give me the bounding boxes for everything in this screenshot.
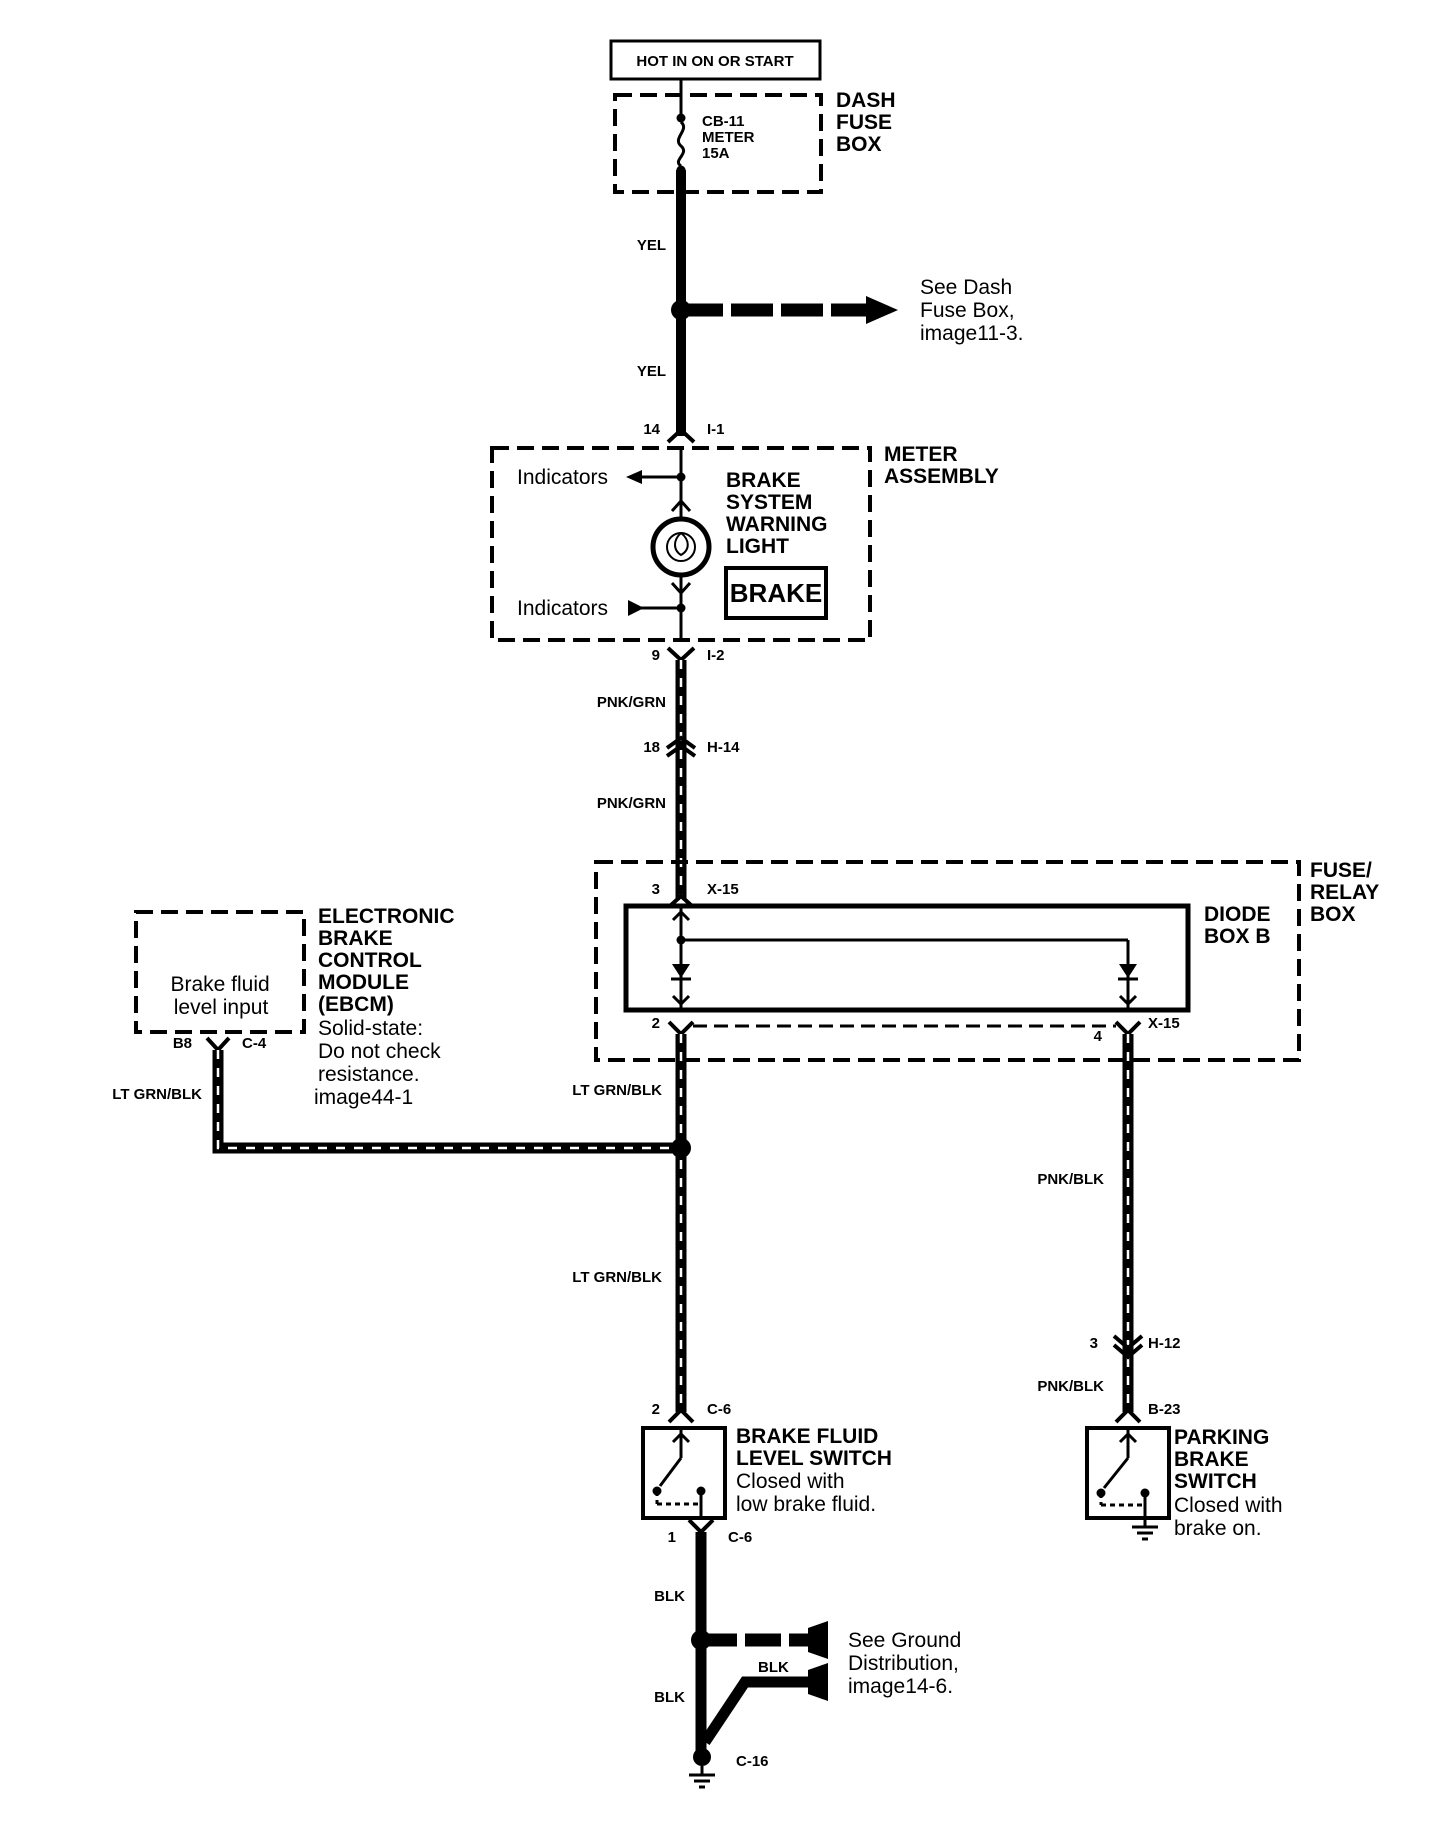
diode-box-b-outline xyxy=(623,903,1191,1013)
diode-internal-connector-right xyxy=(1118,994,1138,1007)
ground-c16-icon xyxy=(689,1748,715,1789)
pin-c4: B8 xyxy=(173,1035,192,1052)
parking-brake-switch-note: Closed with brake on. xyxy=(1174,1494,1288,1540)
ebcm-title: ELECTRONIC BRAKE CONTROL MODULE (EBCM) xyxy=(318,905,460,1016)
wire-blk-ground-branch xyxy=(700,1676,810,1746)
wire-label-pnk-grn-1: PNK/GRN xyxy=(597,694,666,711)
parking-brake-switch-icon xyxy=(1096,1428,1150,1518)
wire-label-pnk-grn-2: PNK/GRN xyxy=(597,795,666,812)
diode-right-icon xyxy=(1119,964,1137,978)
fuse-label: CB-11 METER 15A xyxy=(702,113,759,162)
connector-x15-top xyxy=(668,893,694,908)
wire-label-yel-2: YEL xyxy=(637,363,666,380)
wire-label-blk-1: BLK xyxy=(654,1588,685,1605)
connector-x15-bottom-right xyxy=(1114,1020,1142,1037)
arrow-dash-fuse xyxy=(866,296,898,324)
brake-fluid-switch-icon xyxy=(652,1428,706,1518)
arrow-ground-1 xyxy=(808,1621,828,1659)
diode-box-b-title: DIODE BOX B xyxy=(1204,903,1276,948)
wire-lt-grn-blk-ebcm xyxy=(212,1050,681,1154)
fuse-icon xyxy=(676,120,686,168)
wire-label-pnk-blk-1: PNK/BLK xyxy=(1037,1171,1104,1188)
connector-i2 xyxy=(666,646,696,663)
pin-x15-3: 3 xyxy=(652,881,660,898)
pin-x15-4: 4 xyxy=(1094,1028,1103,1045)
connector-h12 xyxy=(1112,1334,1144,1360)
indicators-top-arrow xyxy=(626,470,642,484)
brake-badge-text: BRAKE xyxy=(730,578,822,608)
label-h14: H-14 xyxy=(707,739,740,756)
ebcm-outline xyxy=(134,910,306,1034)
wire-lt-grn-blk-ebcm-stripe xyxy=(216,1050,681,1150)
pin-x15-2: 2 xyxy=(652,1015,660,1032)
pin-h12: 3 xyxy=(1090,1335,1098,1352)
brake-fluid-switch-note: Closed with low brake fluid. xyxy=(736,1470,876,1516)
wire-label-blk-3: BLK xyxy=(758,1659,789,1676)
pin-c6-2: 2 xyxy=(652,1401,660,1418)
wire-label-pnk-blk-2: PNK/BLK xyxy=(1037,1378,1104,1395)
label-b23: B-23 xyxy=(1148,1401,1181,1418)
label-x15-right: X-15 xyxy=(1148,1015,1180,1032)
label-h12: H-12 xyxy=(1148,1335,1181,1352)
pin-c6-1: 1 xyxy=(668,1529,676,1546)
connector-c4 xyxy=(205,1036,231,1053)
wire-label-lt-grn-blk-1: LT GRN/BLK xyxy=(572,1082,662,1099)
parking-brake-switch-title: PARKING BRAKE SWITCH xyxy=(1174,1426,1275,1493)
power-source-label: HOT IN ON OR START xyxy=(636,53,793,70)
fuse-terminal-top xyxy=(676,113,686,123)
pin-i1: 14 xyxy=(643,421,660,438)
brake-fluid-switch-title: BRAKE FLUID LEVEL SWITCH xyxy=(736,1425,892,1470)
ref-dash-fuse: See Dash Fuse Box, image11-3. xyxy=(920,276,1024,345)
warning-light-icon xyxy=(650,516,712,578)
label-c16: C-16 xyxy=(736,1753,769,1770)
wire-label-lt-grn-blk-ebcm: LT GRN/BLK xyxy=(112,1086,202,1103)
wire-label-yel-1: YEL xyxy=(637,237,666,254)
ebcm-input-label: Brake fluid level input xyxy=(170,973,275,1019)
connector-c6-top xyxy=(667,1407,695,1424)
warning-light-loop xyxy=(674,532,689,557)
pin-h14: 18 xyxy=(643,739,660,756)
label-c6-bottom: C-6 xyxy=(728,1529,752,1546)
meter-assembly-title: METER ASSEMBLY xyxy=(884,443,999,488)
label-c4: C-4 xyxy=(242,1035,267,1052)
connector-x15-bottom-left xyxy=(667,1020,695,1037)
fuse-relay-box-title: FUSE/ RELAY BOX xyxy=(1310,859,1385,926)
power-source-box xyxy=(609,39,822,81)
connector-h14 xyxy=(665,735,697,758)
ebcm-note: Solid-state: Do not check resistance. im… xyxy=(314,1017,446,1109)
diode-internal-connector-top xyxy=(671,909,691,922)
label-c6-top: C-6 xyxy=(707,1401,731,1418)
connector-c6-bottom xyxy=(687,1518,715,1535)
indicators-bottom-arrow xyxy=(628,600,644,616)
connector-i1 xyxy=(666,427,696,444)
diode-internal-connector-bottom xyxy=(671,994,691,1007)
meter-internal-connector-bottom xyxy=(670,581,692,596)
diode-left-icon xyxy=(672,964,690,978)
arrow-ground-2 xyxy=(808,1663,828,1701)
splice-lt-grn-blk xyxy=(671,1138,691,1158)
parking-brake-ground-icon xyxy=(1132,1518,1158,1541)
ref-ground: See Ground Distribution, image14-6. xyxy=(848,1629,967,1698)
brake-badge xyxy=(724,566,828,620)
meter-internal-connector-top xyxy=(670,498,692,513)
indicators-bottom-label: Indicators xyxy=(517,597,608,620)
label-x15-top: X-15 xyxy=(707,881,739,898)
warning-light-label: BRAKE SYSTEM WARNING LIGHT xyxy=(726,469,833,558)
label-i2: I-2 xyxy=(707,647,725,664)
dash-fuse-box-outline xyxy=(613,93,823,194)
wire-label-lt-grn-blk-2: LT GRN/BLK xyxy=(572,1269,662,1286)
dash-fuse-box-title: DASH FUSE BOX xyxy=(836,89,901,156)
pin-i2: 9 xyxy=(652,647,660,664)
label-i1: I-1 xyxy=(707,421,725,438)
wire-label-blk-2: BLK xyxy=(654,1689,685,1706)
fuse-relay-box-outline xyxy=(594,860,1301,1062)
indicators-top-label: Indicators xyxy=(517,466,608,489)
connector-b23 xyxy=(1114,1407,1142,1424)
